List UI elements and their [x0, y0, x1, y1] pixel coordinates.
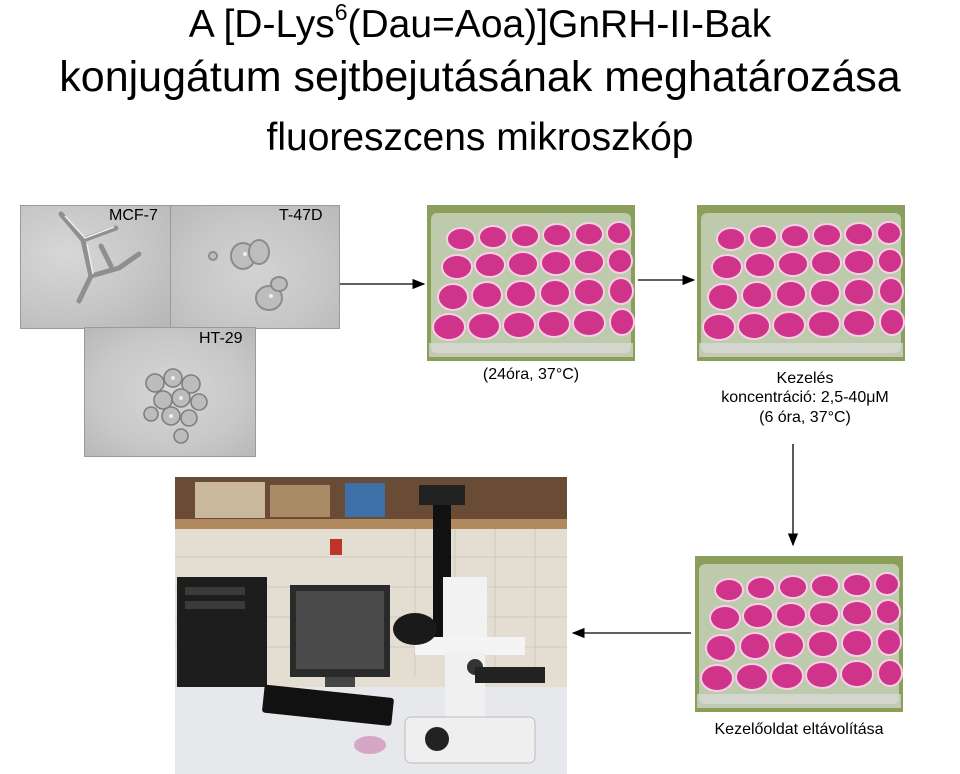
well-plate-treated — [697, 205, 905, 361]
title-line-2: konjugátum sejtbejutásának meghatározása — [59, 53, 901, 101]
title-line-1: A [D-Lys6(Dau=Aoa)]GnRH-II-Bak — [0, 0, 960, 48]
well-plate-seeded — [427, 205, 635, 361]
removal-caption: Kezelőoldat eltávolítása — [714, 721, 884, 738]
treatment-caption-line-3: (6 óra, 37°C) — [759, 409, 851, 426]
ht29-cells-image — [143, 368, 208, 444]
ht29-label: HT-29 — [199, 330, 243, 347]
mcf7-label: MCF-7 — [109, 207, 158, 224]
t47d-cells-image — [208, 239, 288, 311]
treatment-caption-line-1: Kezelés — [776, 370, 834, 387]
treatment-caption-line-2: koncentráció: 2,5-40μM — [721, 389, 889, 406]
ht29-micrograph: HT-29 — [84, 327, 256, 457]
t47d-micrograph: T-47D — [170, 205, 340, 329]
title-line-3: fluoreszcens mikroszkóp — [266, 116, 694, 159]
t47d-label: T-47D — [279, 207, 323, 224]
title-superscript: 6 — [334, 0, 348, 25]
well-plate-image — [697, 205, 905, 361]
title-prefix: A [D-Lys — [188, 3, 335, 46]
well-plate-image — [427, 205, 635, 361]
well-plate-washed — [695, 556, 903, 712]
incubation-caption: (24óra, 37°C) — [482, 366, 580, 383]
well-plate-image — [695, 556, 903, 712]
microscope-workstation-image — [175, 477, 567, 774]
mcf7-cells-image — [58, 211, 142, 304]
title-suffix: (Dau=Aoa)]GnRH-II-Bak — [347, 3, 772, 46]
fluorescence-microscope-photo — [175, 477, 567, 774]
